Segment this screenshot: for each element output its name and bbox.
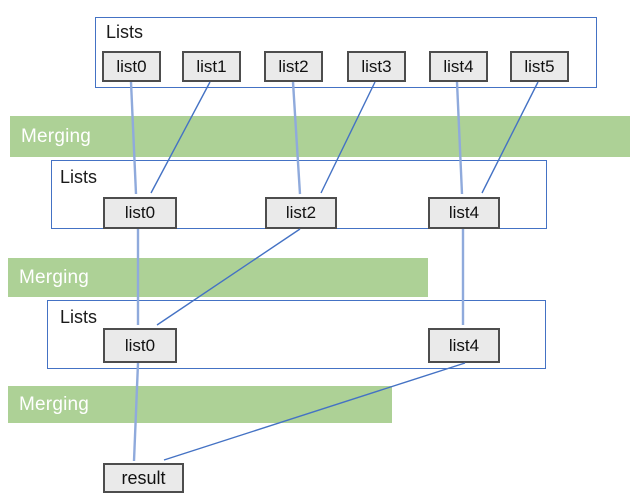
- stage2-list4-box: list4: [428, 197, 500, 229]
- merging-band-3-label: Merging: [19, 393, 90, 415]
- lists-group-1-title: Lists: [106, 22, 144, 42]
- lists-group-2-title: Lists: [60, 167, 98, 187]
- stage1-list1-box: list1: [182, 51, 241, 82]
- stage3-list0-box: list0: [103, 328, 177, 363]
- stage2-list0-box: list0: [103, 197, 177, 229]
- merging-band-1-label: Merging: [21, 125, 92, 147]
- merging-band-2: Merging: [8, 258, 428, 297]
- stage1-list2-box: list2: [264, 51, 323, 82]
- merging-band-1: Merging: [10, 116, 630, 157]
- lists-group-3-title: Lists: [60, 307, 98, 327]
- lists-group-3: Lists list0 list4: [47, 300, 546, 369]
- lists-group-2: Lists list0 list2 list4: [51, 160, 547, 229]
- stage1-list0-box: list0: [102, 51, 161, 82]
- stage1-list4-box: list4: [429, 51, 488, 82]
- lists-group-1: Lists list0 list1 list2 list3 list4 list…: [95, 17, 597, 88]
- stage2-list2-box: list2: [265, 197, 337, 229]
- stage1-list5-box: list5: [510, 51, 569, 82]
- stage1-list3-box: list3: [347, 51, 406, 82]
- result-box: result: [103, 463, 184, 493]
- stage3-list4-box: list4: [428, 328, 500, 363]
- merging-band-2-label: Merging: [19, 266, 90, 288]
- merging-band-3: Merging: [8, 386, 392, 423]
